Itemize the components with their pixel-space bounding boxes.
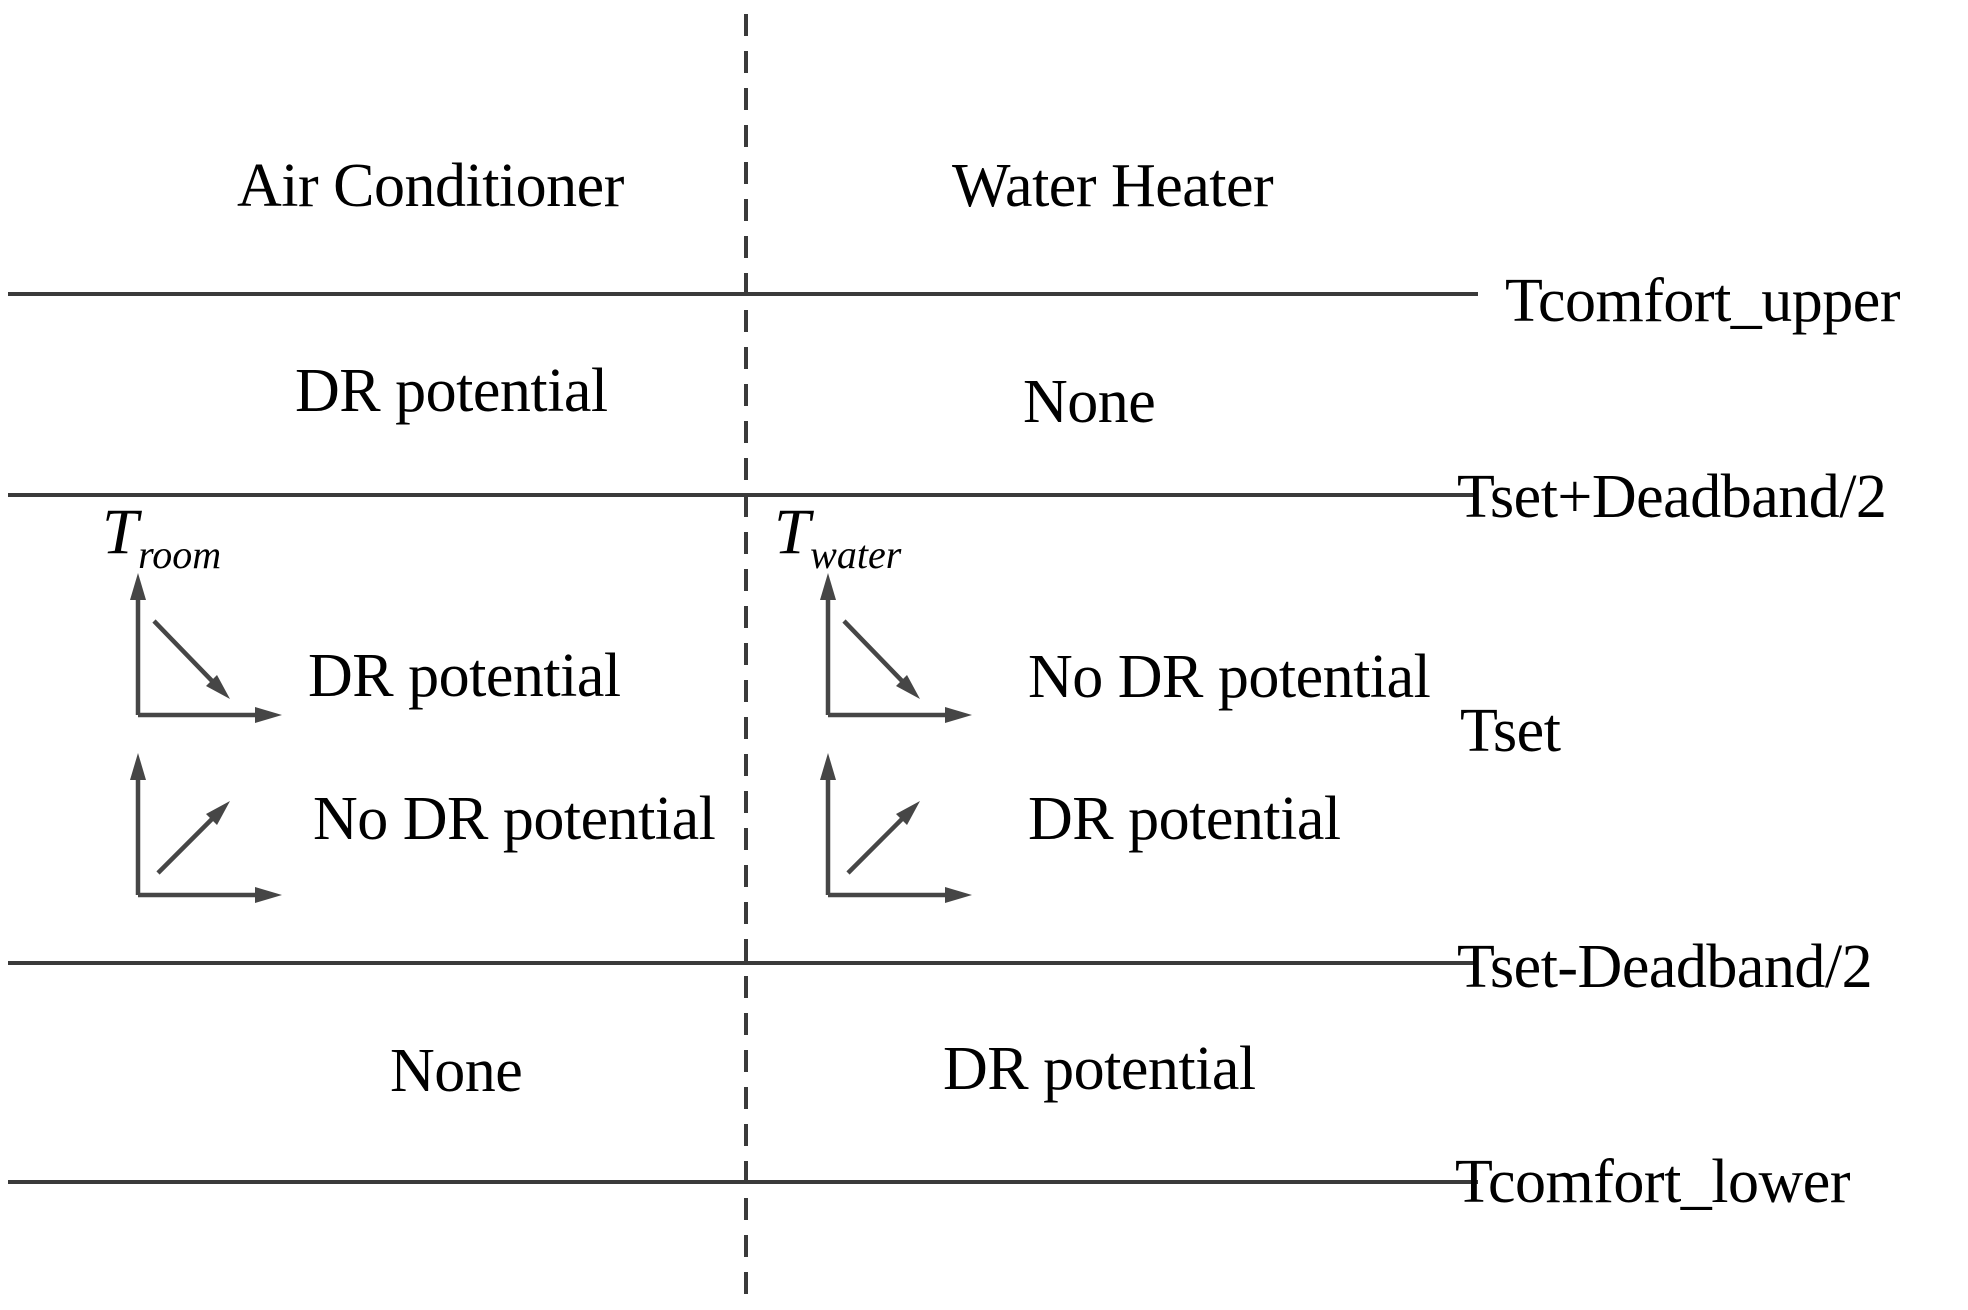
threshold-line-tcomfort-upper [8,292,1478,296]
threshold-label-tset-plus-deadband: Tset+Deadband/2 [1457,463,1887,531]
temp-rising-trend-axis-icon [820,753,972,903]
lower-zone-ac-label: None [390,1037,523,1105]
column-title-water-heater: Water Heater [952,152,1274,220]
t-water-symbol: T [774,496,811,568]
threshold-label-tset-minus-deadband: Tset-Deadband/2 [1457,933,1873,1001]
column-title-air-conditioner: Air Conditioner [237,152,624,220]
threshold-label-tcomfort-upper: Tcomfort_upper [1505,267,1900,335]
t-room-symbol: T [102,496,139,568]
temp-falling-trend-axis-icon [130,573,282,723]
threshold-line-tcomfort-lower [8,1180,1478,1184]
threshold-line-tset-minus-deadband [8,961,1478,965]
t-water-label: Twater [774,500,901,575]
t-room-subscript: room [138,532,222,577]
t-room-label: Troom [102,500,221,575]
temp-rising-trend-axis-icon [130,753,282,903]
upper-zone-wh-label: None [1023,368,1156,436]
temp-falling-trend-axis-icon [820,573,972,723]
upper-zone-ac-label: DR potential [295,357,608,425]
column-divider-dashed-line [744,14,748,1296]
threshold-label-tcomfort-lower: Tcomfort_lower [1455,1148,1850,1216]
middle-zone-ac-falling-label: DR potential [308,642,621,710]
threshold-line-tset-plus-deadband [8,493,1478,497]
middle-zone-wh-falling-label: No DR potential [1028,643,1431,711]
t-water-subscript: water [810,532,902,577]
lower-zone-wh-label: DR potential [943,1035,1256,1103]
threshold-label-tset: Tset [1460,697,1561,765]
middle-zone-wh-rising-label: DR potential [1028,785,1341,853]
middle-zone-ac-rising-label: No DR potential [313,785,716,853]
